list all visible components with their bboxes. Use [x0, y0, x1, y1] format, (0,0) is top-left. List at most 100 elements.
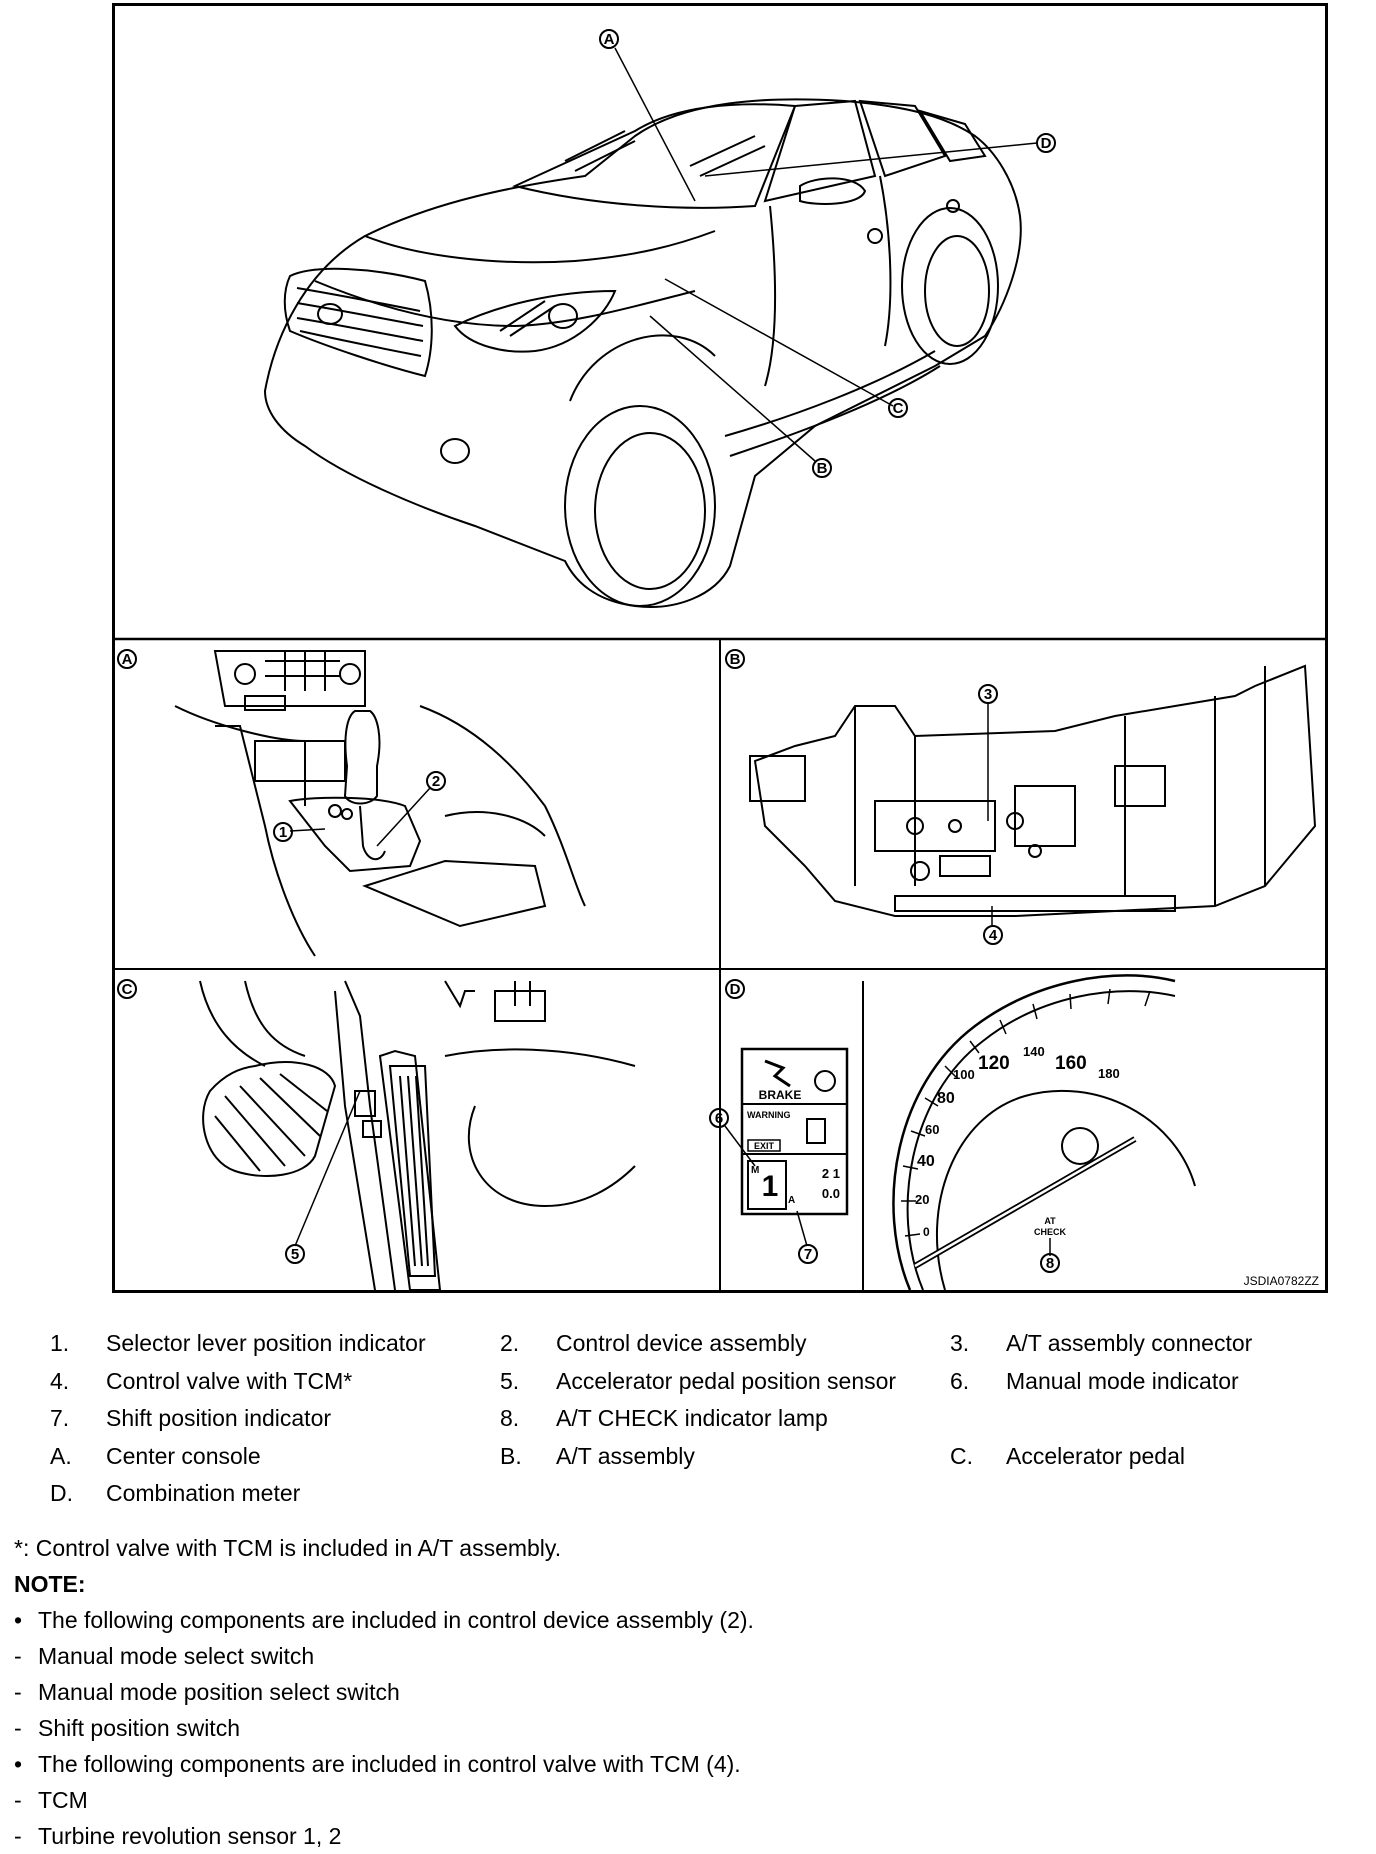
callout-7: 7	[798, 1244, 818, 1264]
svg-text:6: 6	[715, 1110, 723, 1127]
svg-text:0: 0	[923, 1225, 930, 1239]
svg-text:A: A	[788, 1195, 795, 1206]
legend-row: 4.Control valve with TCM*5.Accelerator p…	[50, 1368, 1350, 1406]
legend-key: D.	[50, 1480, 73, 1506]
svg-text:D: D	[730, 981, 741, 998]
callout-3: 3	[978, 684, 998, 704]
footnote: *: Control valve with TCM is included in…	[14, 1535, 562, 1561]
svg-text:4: 4	[989, 927, 998, 944]
legend-key: 3.	[950, 1330, 970, 1356]
legend-label: Accelerator pedal position sensor	[556, 1367, 897, 1394]
callout-4: 4	[983, 925, 1003, 945]
svg-text:3: 3	[984, 686, 992, 703]
svg-text:C: C	[122, 981, 133, 998]
svg-text:160: 160	[1055, 1053, 1087, 1074]
svg-text:A: A	[604, 31, 615, 48]
legend-label: Control valve with TCM*	[106, 1367, 353, 1394]
panel-c-drawing: C	[117, 979, 636, 1290]
svg-text:1: 1	[279, 824, 287, 841]
svg-text:A: A	[122, 651, 133, 668]
vehicle-illustration	[263, 47, 1038, 608]
note-title: NOTE:	[14, 1571, 86, 1597]
note-item: -Manual mode position select switch	[14, 1674, 1354, 1710]
note-text: Manual mode select switch	[38, 1643, 315, 1669]
legend-key: A.	[50, 1442, 72, 1469]
svg-text:BRAKE: BRAKE	[759, 1088, 802, 1102]
legend-label: A/T assembly	[556, 1442, 695, 1469]
figure-drawing: A D C B A	[115, 29, 1325, 1290]
notes-section: *: Control valve with TCM is included in…	[14, 1530, 1354, 1854]
note-marker: -	[14, 1823, 22, 1849]
note-items: •The following components are included i…	[14, 1602, 1354, 1854]
component-location-figure: A D C B A	[112, 3, 1328, 1293]
note-marker: •	[14, 1751, 23, 1777]
svg-text:0.0: 0.0	[822, 1186, 840, 1201]
note-marker: •	[14, 1607, 23, 1633]
svg-text:7: 7	[804, 1246, 812, 1263]
svg-text:2 1: 2 1	[822, 1166, 840, 1181]
panel-b-drawing: B	[725, 649, 1317, 926]
svg-text:B: B	[730, 651, 741, 668]
callout-8: 8	[1040, 1253, 1060, 1273]
legend-key: 4.	[50, 1367, 70, 1394]
note-item: -Turbine revolution sensor 1, 2	[14, 1818, 1354, 1854]
svg-text:CHECK: CHECK	[1034, 1227, 1067, 1237]
callout-2: 2	[426, 771, 446, 791]
svg-text:C: C	[893, 400, 904, 417]
note-text: Manual mode position select switch	[38, 1679, 400, 1705]
note-text: TCM	[38, 1787, 88, 1813]
note-text: Turbine revolution sensor 1, 2	[38, 1823, 342, 1849]
svg-text:AT: AT	[1044, 1216, 1056, 1226]
svg-text:80: 80	[937, 1090, 955, 1107]
note-marker: -	[14, 1787, 22, 1813]
legend-key: 7.	[50, 1405, 70, 1431]
svg-text:20: 20	[915, 1192, 929, 1207]
svg-text:60: 60	[925, 1122, 939, 1137]
panel-d-drawing: D BRAKE WARNING EXIT M 1 A 2 1 0.0	[724, 974, 1196, 1290]
svg-text:M: M	[751, 1165, 759, 1176]
svg-text:B: B	[817, 460, 828, 477]
panel-a-drawing: A	[117, 649, 586, 957]
note-marker: -	[14, 1679, 22, 1705]
legend-key: C.	[950, 1442, 973, 1469]
note-item: -Manual mode select switch	[14, 1638, 1354, 1674]
legend-label: A/T assembly connector	[1006, 1330, 1253, 1356]
svg-text:1: 1	[762, 1170, 779, 1203]
speedometer-ticks	[901, 988, 1151, 1237]
callout-B: B	[812, 458, 832, 478]
legend-row: 7. Shift position indicator 8. A/T CHECK in…	[50, 1405, 1350, 1443]
legend-key: 8.	[500, 1405, 520, 1431]
legend-label: Combination meter	[106, 1480, 301, 1506]
legend-label: Accelerator pedal	[1006, 1442, 1185, 1469]
legend-key: 2.	[500, 1330, 520, 1356]
legend-label: Manual mode indicator	[1006, 1367, 1239, 1394]
legend-key: 6.	[950, 1367, 970, 1394]
legend-label: Shift position indicator	[106, 1405, 332, 1431]
note-item: •The following components are included i…	[14, 1602, 1354, 1638]
legend-label: A/T CHECK indicator lamp	[556, 1405, 828, 1431]
callout-1: 1	[273, 822, 293, 842]
svg-text:120: 120	[978, 1053, 1010, 1074]
note-item: -TCM	[14, 1782, 1354, 1818]
svg-text:EXIT: EXIT	[754, 1141, 775, 1151]
note-item: -Shift position switch	[14, 1710, 1354, 1746]
legend-label: Control device assembly	[556, 1330, 807, 1356]
callout-D: D	[1036, 133, 1056, 153]
svg-text:8: 8	[1046, 1255, 1054, 1272]
callout-C: C	[888, 398, 908, 418]
note-text: Shift position switch	[38, 1715, 240, 1741]
svg-text:2: 2	[432, 773, 440, 790]
callout-A: A	[599, 29, 619, 49]
note-item: •The following components are included i…	[14, 1746, 1354, 1782]
callout-6: 6	[709, 1108, 729, 1128]
note-marker: -	[14, 1643, 22, 1669]
legend-key: 1.	[50, 1330, 70, 1356]
figure-id: JSDIA0782ZZ	[1243, 1274, 1319, 1288]
svg-text:100: 100	[953, 1067, 975, 1082]
callout-5: 5	[285, 1244, 305, 1264]
legend-row: D. Combination meter	[50, 1480, 1350, 1518]
svg-text:5: 5	[291, 1246, 299, 1263]
